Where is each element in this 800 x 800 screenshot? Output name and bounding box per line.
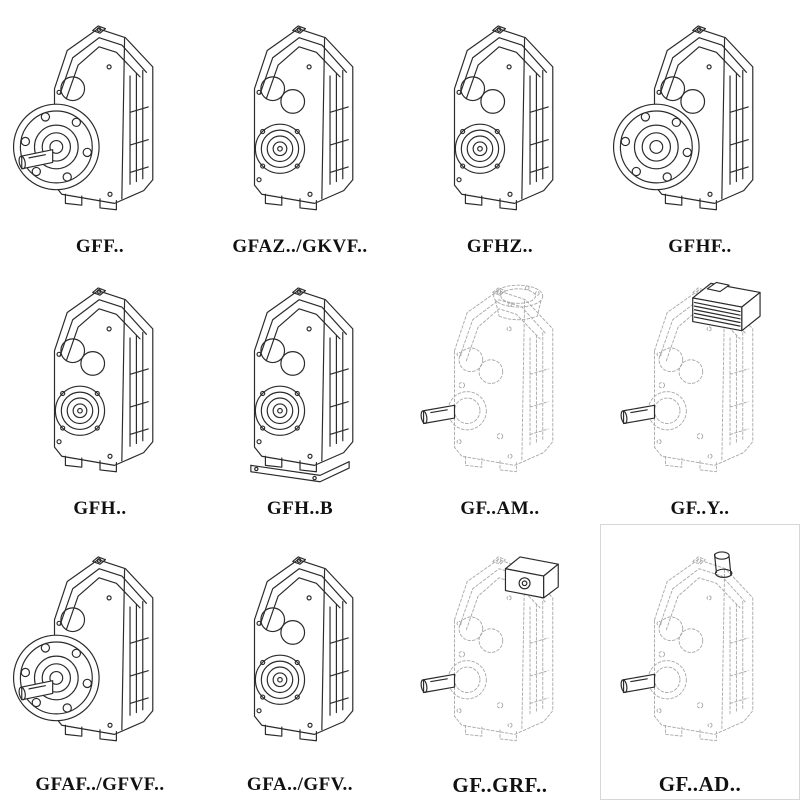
catalog-cell: GFAF../GFVF..: [0, 524, 200, 800]
gearbox-drawing-hollow-shaft-icon: [453, 25, 554, 211]
gearbox-drawing-flange-with-shaft-icon: [12, 25, 154, 211]
gearbox-drawing-flange-icon: [612, 25, 754, 211]
catalog-cell: GFH..: [0, 262, 200, 524]
gear-unit-label: GFH..: [73, 498, 127, 519]
gearbox-drawing-adapter-phantom-icon: [419, 556, 559, 742]
catalog-cell: GF..Y..: [600, 262, 800, 524]
catalog-cell: GF..AM..: [400, 262, 600, 524]
gearbox-drawing-flange-with-shaft-icon: [12, 556, 154, 742]
gearbox-drawing-motor-phantom-icon: [619, 281, 761, 473]
catalog-cell: GFAZ../GKVF..: [200, 0, 400, 262]
gear-unit-label: GFF..: [75, 236, 125, 257]
gear-unit-label: GF..AD..: [658, 771, 742, 796]
catalog-cell: GFHF..: [600, 0, 800, 262]
catalog-cell: GFHZ..: [400, 0, 600, 262]
gearbox-drawing-hollow-shaft-icon: [253, 25, 354, 211]
gearbox-drawing-hollow-shaft-icon: [253, 556, 354, 742]
catalog-cell: GF..GRF..: [400, 524, 600, 800]
gear-unit-label: GF..AM..: [460, 498, 540, 519]
gear-unit-label: GFAF../GFVF..: [35, 774, 165, 795]
gearbox-drawing-input-flange-phantom-icon: [419, 284, 554, 473]
catalog-cell: GFH..B: [200, 262, 400, 524]
gear-unit-label: GFAZ../GKVF..: [232, 236, 368, 257]
gear-unit-label: GFHZ..: [466, 236, 534, 257]
gearbox-drawing-hollow-shaft-icon: [53, 287, 154, 473]
gear-unit-label: GF..GRF..: [452, 772, 548, 797]
catalog-cell: GFF..: [0, 0, 200, 262]
gearbox-drawing-hollow-shaft-base-icon: [250, 287, 354, 483]
gearbox-drawing-input-shaft-phantom-icon: [619, 551, 754, 742]
gear-unit-label: GF..Y..: [670, 498, 730, 519]
gear-unit-label: GFH..B: [266, 498, 334, 519]
gear-unit-label: GFHF..: [668, 236, 732, 257]
catalog-cell: GFA../GFV..: [200, 524, 400, 800]
gear-unit-label: GFA../GFV..: [246, 774, 354, 795]
catalog-cell: GF..AD..: [600, 524, 800, 800]
